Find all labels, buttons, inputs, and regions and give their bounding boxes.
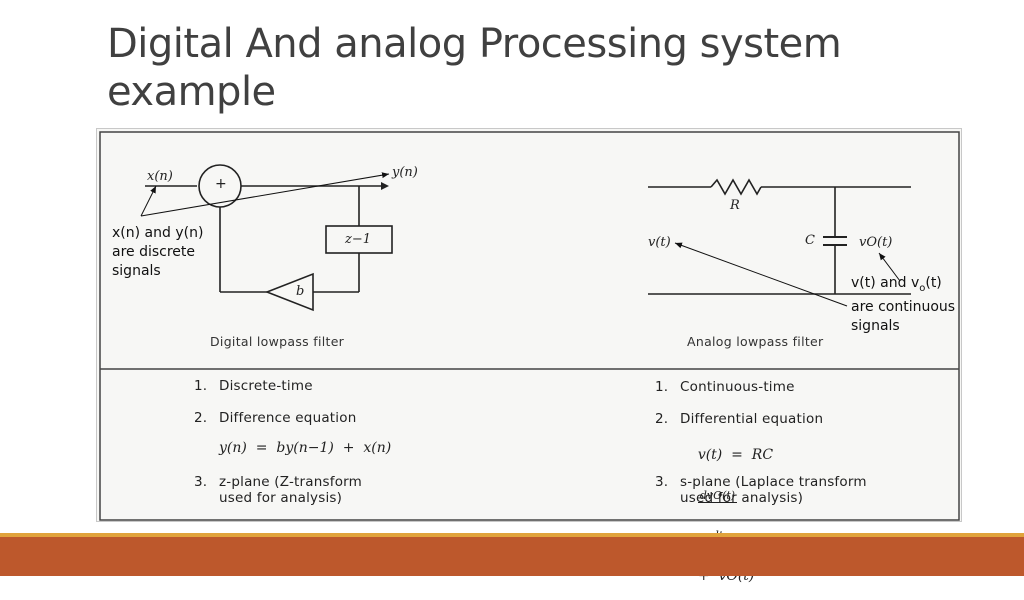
annotation-continuous-post: (t) — [925, 275, 942, 291]
resistor-symbol — [710, 178, 762, 196]
annotation-continuous-pre: v(t) and v — [851, 275, 920, 291]
eq-lhs: v(t) = RC — [697, 447, 774, 463]
adder-symbol: + — [215, 176, 227, 192]
annotation-discrete-line3: signals — [112, 263, 161, 279]
annotation-continuous-line3: signals — [851, 317, 900, 334]
annotation-continuous-signals: v(t) and vo(t) are continuous signals — [851, 274, 955, 336]
delay-label: z−1 — [345, 232, 372, 247]
annotation-discrete-line1: x(n) and y(n) — [112, 225, 204, 241]
left-item2-number: 2. — [194, 410, 208, 426]
annotation-discrete-signals: x(n) and y(n) are discrete signals — [112, 224, 203, 281]
footer-bar — [0, 537, 1024, 576]
annotation-continuous-line2: are continuous — [851, 298, 956, 315]
analog-output-label: vO(t) — [859, 235, 893, 250]
gain-amplifier — [264, 272, 314, 312]
digital-input-label: x(n) — [147, 169, 173, 184]
resistor-label: R — [730, 198, 740, 213]
left-item3-line1: z-plane (Z-transform — [219, 474, 363, 490]
slide-title: Digital And analog Processing system exa… — [107, 21, 842, 115]
left-item1: Discrete-time — [219, 378, 313, 394]
gain-label: b — [296, 284, 305, 299]
eq-numerator: dvO(t) — [697, 489, 738, 503]
difference-equation: y(n) = by(n−1) + x(n) — [219, 440, 392, 456]
right-item3-line1: s-plane (Laplace transform — [680, 474, 867, 490]
annot-arrow-vt — [674, 242, 848, 307]
footer-accent-stripe — [0, 533, 1024, 537]
output-arrowhead — [381, 182, 389, 190]
annot-arrow-xn — [140, 185, 157, 217]
analog-caption: Analog lowpass filter — [687, 334, 824, 349]
digital-output-label: y(n) — [392, 165, 418, 180]
right-item3-number: 3. — [655, 474, 669, 490]
scanned-figure: x(n) y(n) + z−1 b Digital lowpass filter… — [96, 128, 962, 584]
left-item3-line2: used for analysis) — [219, 490, 343, 506]
digital-filter-diagram — [140, 164, 393, 312]
capacitor-label: C — [805, 233, 815, 248]
right-item2: Differential equation — [680, 411, 824, 427]
figure-frame — [99, 131, 960, 521]
right-item2-number: 2. — [655, 411, 669, 427]
annotation-discrete-line2: are discrete — [112, 244, 196, 260]
left-item1-number: 1. — [194, 378, 208, 394]
left-item3-number: 3. — [194, 474, 208, 490]
right-item1-number: 1. — [655, 379, 669, 395]
annot-arrow-vo — [878, 252, 901, 282]
analog-input-label: v(t) — [648, 235, 671, 250]
circuit-diagrams — [99, 131, 960, 521]
annotation-continuous-sub: o — [919, 282, 926, 294]
right-item1: Continuous-time — [680, 379, 795, 395]
annotation-continuous-line1: v(t) and vo(t) — [851, 274, 955, 298]
right-item3-line2: used for analysis) — [680, 490, 804, 506]
digital-caption: Digital lowpass filter — [210, 334, 345, 349]
analog-filter-diagram — [648, 178, 911, 307]
left-item2: Difference equation — [219, 410, 357, 426]
annot-arrow-yn — [140, 172, 390, 217]
